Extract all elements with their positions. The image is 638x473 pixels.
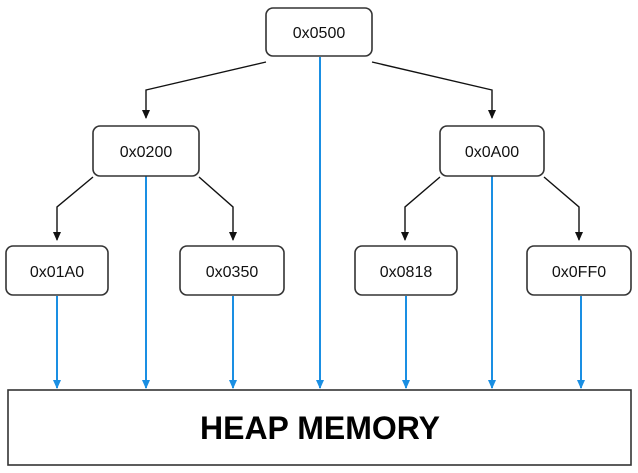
- node-label: 0x0A00: [465, 144, 519, 161]
- edge-left-to-left-right: [198, 176, 237, 241]
- tree-node-left-left: 0x01A0: [5, 245, 109, 296]
- edge-root-to-right: [371, 61, 496, 119]
- heap-memory-box: [7, 389, 632, 466]
- node-label: 0x01A0: [30, 264, 84, 281]
- edge-right-to-right-left: [401, 176, 441, 241]
- node-box: [265, 7, 373, 57]
- node-box: [526, 245, 632, 296]
- tree-node-left-right: 0x0350: [179, 245, 285, 296]
- node-box: [354, 245, 458, 296]
- node-box: [5, 245, 109, 296]
- edge-root-to-left: [142, 61, 267, 119]
- edge-right-to-right-right: [543, 176, 583, 241]
- tree-node-left: 0x0200: [92, 125, 200, 177]
- tree-node-root: 0x0500: [265, 7, 373, 57]
- tree-node-right: 0x0A00: [439, 125, 545, 177]
- node-box: [92, 125, 200, 177]
- node-label: 0x0200: [120, 144, 173, 161]
- node-box: [439, 125, 545, 177]
- tree-node-right-left: 0x0818: [354, 245, 458, 296]
- heap-memory-label: HEAP MEMORY: [200, 410, 440, 446]
- node-box: [179, 245, 285, 296]
- node-label: 0x0350: [206, 264, 259, 281]
- tree-edges: [53, 61, 583, 241]
- node-label: 0x0818: [380, 264, 433, 281]
- edge-left-to-left-left: [53, 176, 94, 241]
- heap-pointer-links: [53, 57, 585, 389]
- node-label: 0x0FF0: [552, 264, 606, 281]
- tree-node-right-right: 0x0FF0: [526, 245, 632, 296]
- heap-memory-block: HEAP MEMORY: [7, 389, 632, 466]
- node-label: 0x0500: [293, 25, 346, 42]
